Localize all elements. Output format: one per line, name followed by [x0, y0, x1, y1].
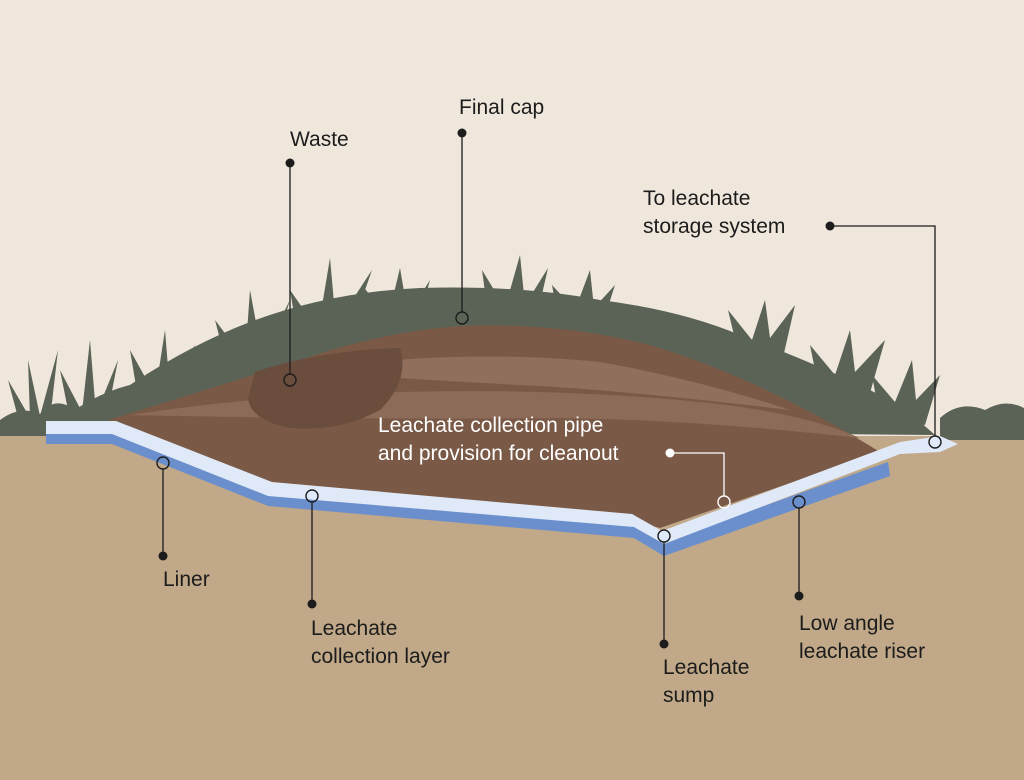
riser-label-line2: leachate riser: [799, 640, 925, 663]
riser-label-line1: Low angle: [799, 612, 895, 635]
storage-label-line2: storage system: [643, 215, 785, 238]
waste-label: Waste: [290, 128, 349, 151]
vegetation-right: [940, 403, 1024, 440]
pipe-label-line2: and provision for cleanout: [378, 442, 619, 465]
collection-layer-label-line1: Leachate: [311, 617, 397, 640]
storage-leader: [830, 225, 936, 436]
collection-layer-marker: [305, 489, 319, 503]
sump-label-line2: sump: [663, 684, 714, 707]
waste-pocket: [248, 348, 403, 429]
final-cap-marker: [455, 311, 469, 325]
liner-dot: [158, 551, 168, 561]
waste-dot: [285, 158, 295, 168]
riser-marker: [792, 495, 806, 509]
waste-marker: [283, 373, 297, 387]
collection-layer-label-line2: collection layer: [311, 645, 450, 668]
liner-marker: [156, 456, 170, 470]
sump-label-line1: Leachate: [663, 656, 749, 679]
final-cap-label: Final cap: [459, 96, 544, 119]
riser-dot: [794, 591, 804, 601]
sump-marker: [657, 529, 671, 543]
pipe-dot: [665, 448, 675, 458]
collection-layer-dot: [307, 599, 317, 609]
collection-layer: [46, 421, 958, 544]
final-cap-dot: [457, 128, 467, 138]
liner-label: Liner: [163, 568, 210, 591]
sump-dot: [659, 639, 669, 649]
pipe-marker: [717, 495, 731, 509]
pipe-label-line1: Leachate collection pipe: [378, 414, 603, 437]
pipe-leader: [670, 452, 725, 496]
liner-layer: [46, 430, 890, 556]
storage-label-line1: To leachate: [643, 187, 750, 210]
storage-marker: [928, 435, 942, 449]
soil-band-middle: [395, 356, 790, 410]
storage-dot: [825, 221, 835, 231]
